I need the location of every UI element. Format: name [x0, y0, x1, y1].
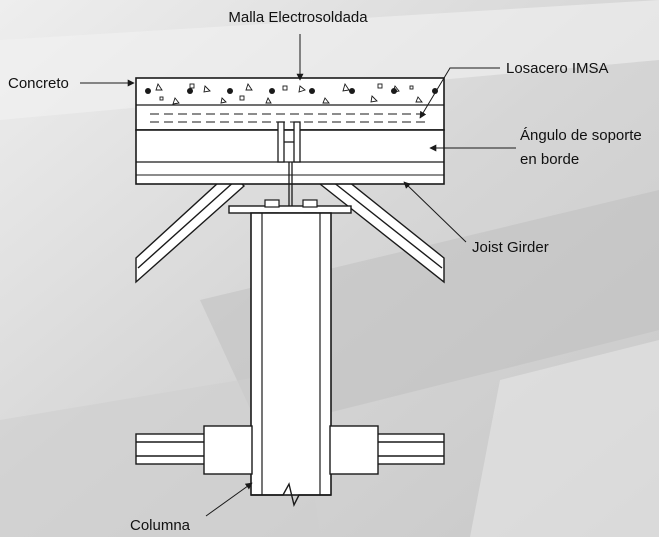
label-angulo-line2: en borde [520, 151, 579, 168]
center-i-profile [277, 121, 301, 212]
mesh-rebar-dots [145, 88, 438, 94]
side-beams [135, 425, 445, 475]
aggregate-pattern [155, 82, 423, 105]
label-columna: Columna [130, 517, 191, 534]
leader-lines [80, 34, 516, 517]
label-joist: Joist Girder [472, 239, 549, 256]
label-concreto: Concreto [8, 75, 69, 92]
label-angulo-line1: Ángulo de soporte [520, 127, 642, 144]
label-losacero: Losacero IMSA [506, 60, 609, 77]
label-malla: Malla Electrosoldada [228, 9, 368, 26]
concrete-slab [135, 77, 445, 131]
column [250, 212, 332, 508]
support-angle [135, 129, 445, 185]
joist-web-left [135, 171, 246, 284]
